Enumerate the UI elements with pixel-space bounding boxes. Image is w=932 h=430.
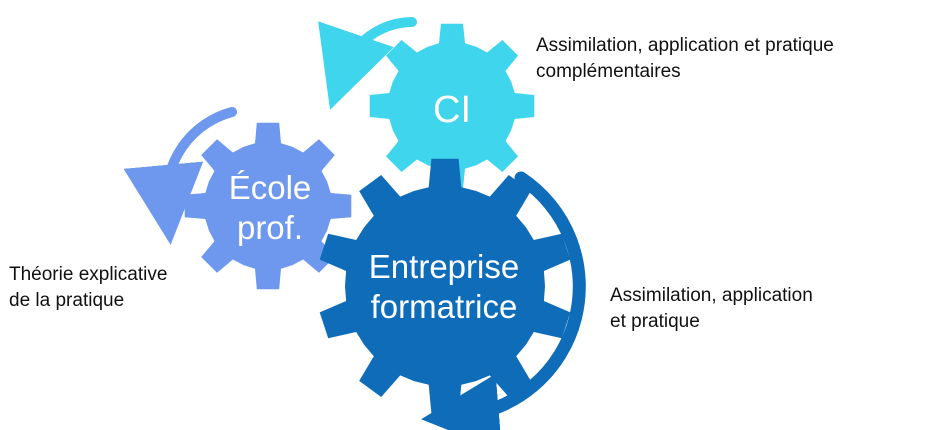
ci-gear-label: CI [433,89,471,131]
company-caption-line2: et pratique [610,311,700,332]
company-caption-line1: Assimilation, application [610,285,813,306]
company-caption: Assimilation, application et pratique [610,283,813,335]
ci-caption: Assimilation, application et pratique co… [536,33,834,85]
school-gear-label-line2: prof. [237,209,303,246]
ci-caption-line2: complémentaires [536,61,681,82]
school-curved-arrow-icon [123,107,237,245]
ci-curved-arrow-icon [318,17,417,110]
company-gear-label-line1: Entreprise [369,248,519,285]
school-gear-label-line1: École [229,169,312,206]
company-gear-label-line2: formatrice [371,288,518,325]
ci-gear [369,23,535,189]
school-gear [184,122,352,290]
school-caption-line1: Théorie explicative [9,264,168,285]
ci-caption-line1: Assimilation, application et pratique [536,35,834,56]
company-curved-arrow-icon [421,171,586,430]
school-caption: Théorie explicative de la pratique [9,262,167,314]
school-caption-line2: de la pratique [9,290,125,311]
company-label-box [356,246,532,328]
